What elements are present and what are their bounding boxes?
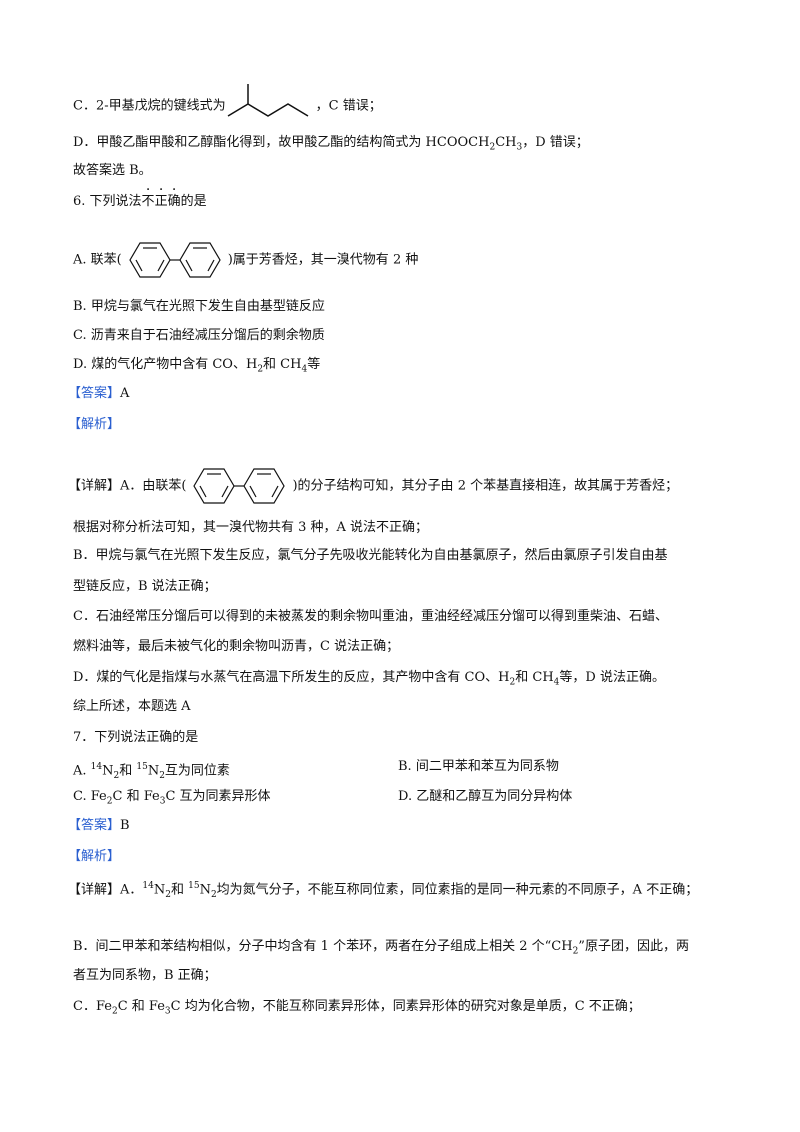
answer-7: 【答案】B [68,817,130,835]
superscript: 15 [136,762,148,772]
superscript: 14 [90,762,103,772]
detail-label: 【详解】 [68,882,121,898]
line-text: A．由联苯( [120,478,187,494]
skeletal-formula-2-methylpentane [226,84,316,128]
superscript: 14 [142,881,154,891]
superscript: 15 [188,881,200,891]
line-text: 和 CH [263,357,302,372]
line-text: 和 CH [515,670,554,685]
line-text: C 均为化合物，不能互称同素异形体，同素异形体的研究对象是单质，C 不正确； [170,999,641,1014]
line-text: N [199,882,211,898]
subscript: 3 [164,1006,171,1017]
line-text: ，C 错误； [315,98,382,114]
option-d-line: D．甲酸乙酯甲酸和乙醇酯化得到，故甲酸乙酯的结构简式为 HCOOCH2CH3，D… [73,134,589,157]
explain-7-a: 【详解】A．14N2和 15N2均为氮气分子，不能互称同位素，同位素指的是同一种… [68,877,698,904]
emphasis-char: 不 [142,193,155,211]
explain-6-a: 【详解】A．由联苯( )的分子结构可知，其分子由 2 个苯基直接相连，故其属于芳香… [68,466,678,506]
question-6-option-a: A. 联苯( )属于芳香烃，其一溴代物有 2 种 [73,240,418,280]
line-text: A． [120,882,143,898]
analysis-7-label: 【解析】 [68,848,120,866]
question-7-option-b: B. 间二甲苯和苯互为同系物 [398,759,559,774]
line-text: C 和 Fe [112,789,160,804]
option-c-line: C．2-甲基戊烷的键线式为 ，C 错误； [73,84,382,128]
line-text: )属于芳香烃，其一溴代物有 2 种 [227,252,419,268]
line-text: N [153,882,166,898]
line-text: 和 [170,882,189,898]
answer-6: 【答案】A [68,385,129,403]
subscript: 2 [165,889,171,900]
explain-7-b1: B．间二甲苯和苯结构相似，分子中均含有 1 个苯环，两者在分子组成上相关 2 个… [73,938,689,961]
emphasis-char: 确 [168,193,181,211]
line-text: ”原子团，因此，两 [578,939,689,954]
line-text: D．煤的气化是指煤与水蒸气在高温下所发生的反应，其产物中含有 CO、H [73,670,510,685]
line-text: 的是 [180,194,207,209]
explain-6-b2: 型链反应，B 说法正确； [73,579,217,594]
line-text: D．甲酸乙酯甲酸和乙醇酯化得到，故甲酸乙酯的结构简式为 HCOOCH [73,135,490,150]
line-text: 等 [307,357,321,372]
subscript: 2 [489,142,496,153]
question-6-option-d: D. 煤的气化产物中含有 CO、H2和 CH4等 [73,356,320,379]
biphenyl-structure [186,466,292,506]
subscript: 2 [509,677,516,688]
question-6-option-b: B. 甲烷与氯气在光照下发生自由基型链反应 [73,299,325,314]
subscript: 4 [301,364,308,375]
question-7: 7．下列说法正确的是 [73,730,199,745]
explain-6-d: D．煤的气化是指煤与水蒸气在高温下所发生的反应，其产物中含有 CO、H2和 CH… [73,669,665,692]
explain-6-a2: 根据对称分析法可知，其一溴代物共有 3 种，A 说法不正确； [73,520,429,535]
line-text: N [147,763,160,779]
analysis-label: 【解析】 [68,417,121,432]
subscript: 4 [553,677,560,688]
analysis-label: 【解析】 [68,849,121,864]
analysis-6-label: 【解析】 [68,416,120,434]
explain-6-c1: C．石油经常压分馏后可以得到的未被蒸发的剩余物叫重油，重油经经减压分馏可以得到重… [73,609,668,624]
line-text: 6. 下列说法 [73,194,142,209]
line-text: 等，D 说法正确。 [559,670,665,685]
line-text: N [102,763,114,779]
explain-6-b1: B．甲烷与氯气在光照下发生反应，氯气分子先吸收光能转化为自由基氯原子，然后由氯原… [73,548,668,563]
line-text: )的分子结构可知，其分子由 2 个苯基直接相连，故其属于芳香烃； [292,478,679,494]
biphenyl-structure [122,240,228,280]
explain-7-c: C．Fe2C 和 Fe3C 均为化合物，不能互称同素异形体，同素异形体的研究对象… [73,998,641,1021]
line-text: 均为氮气分子，不能互称同位素，同位素指的是同一种元素的不同原子，A 不正确； [216,882,699,898]
line-text: C 互为同素异形体 [165,789,271,804]
subscript: 3 [159,796,166,807]
question-7-option-a: A. 14N2和 15N2互为同位素 [73,758,230,785]
subscript: 2 [113,770,120,781]
line-text: ，D 错误； [522,135,589,150]
question-6: 6. 下列说法不正确的是 [73,193,207,211]
subscript: 2 [257,364,264,375]
line-text: C. Fe [73,789,107,804]
line-text: 和 [119,763,137,779]
subscript: 3 [516,142,523,153]
line-text: C 和 Fe [117,999,165,1014]
line-text: CH [495,135,517,150]
answer-label: 【答案】 [68,818,121,833]
subscript: 2 [572,946,579,957]
question-7-option-c: C. Fe2C 和 Fe3C 互为同素异形体 [73,788,271,811]
detail-label: 【详解】 [68,478,121,494]
line-text: A. 联苯( [73,252,122,268]
answer-5-line: 故答案选 B。 [73,163,152,178]
line-text: C．2-甲基戊烷的键线式为 [73,98,226,114]
line-text: 互为同位素 [164,763,230,779]
line-text: A. [73,763,91,779]
question-6-option-c: C. 沥青来自于石油经减压分馏后的剩余物质 [73,328,325,343]
subscript: 2 [111,1006,118,1017]
answer-label: 【答案】 [68,386,121,401]
line-text: C．Fe [73,999,112,1014]
answer-value: B [120,818,130,833]
subscript: 2 [159,770,165,781]
explain-6-summary: 综上所述，本题选 A [73,699,191,714]
emphasis-char: 正 [155,193,168,211]
explain-6-c2: 燃料油等，最后未被气化的剩余物叫沥青，C 说法正确； [73,639,400,654]
line-text: D. 煤的气化产物中含有 CO、H [73,357,258,372]
line-text: B．间二甲苯和苯结构相似，分子中均含有 1 个苯环，两者在分子组成上相关 2 个… [73,939,573,954]
answer-value: A [120,386,130,401]
subscript: 2 [210,889,217,900]
question-7-option-d: D. 乙醚和乙醇互为同分异构体 [398,789,573,804]
subscript: 2 [106,796,113,807]
explain-7-b2: 者互为同系物，B 正确； [73,968,217,983]
